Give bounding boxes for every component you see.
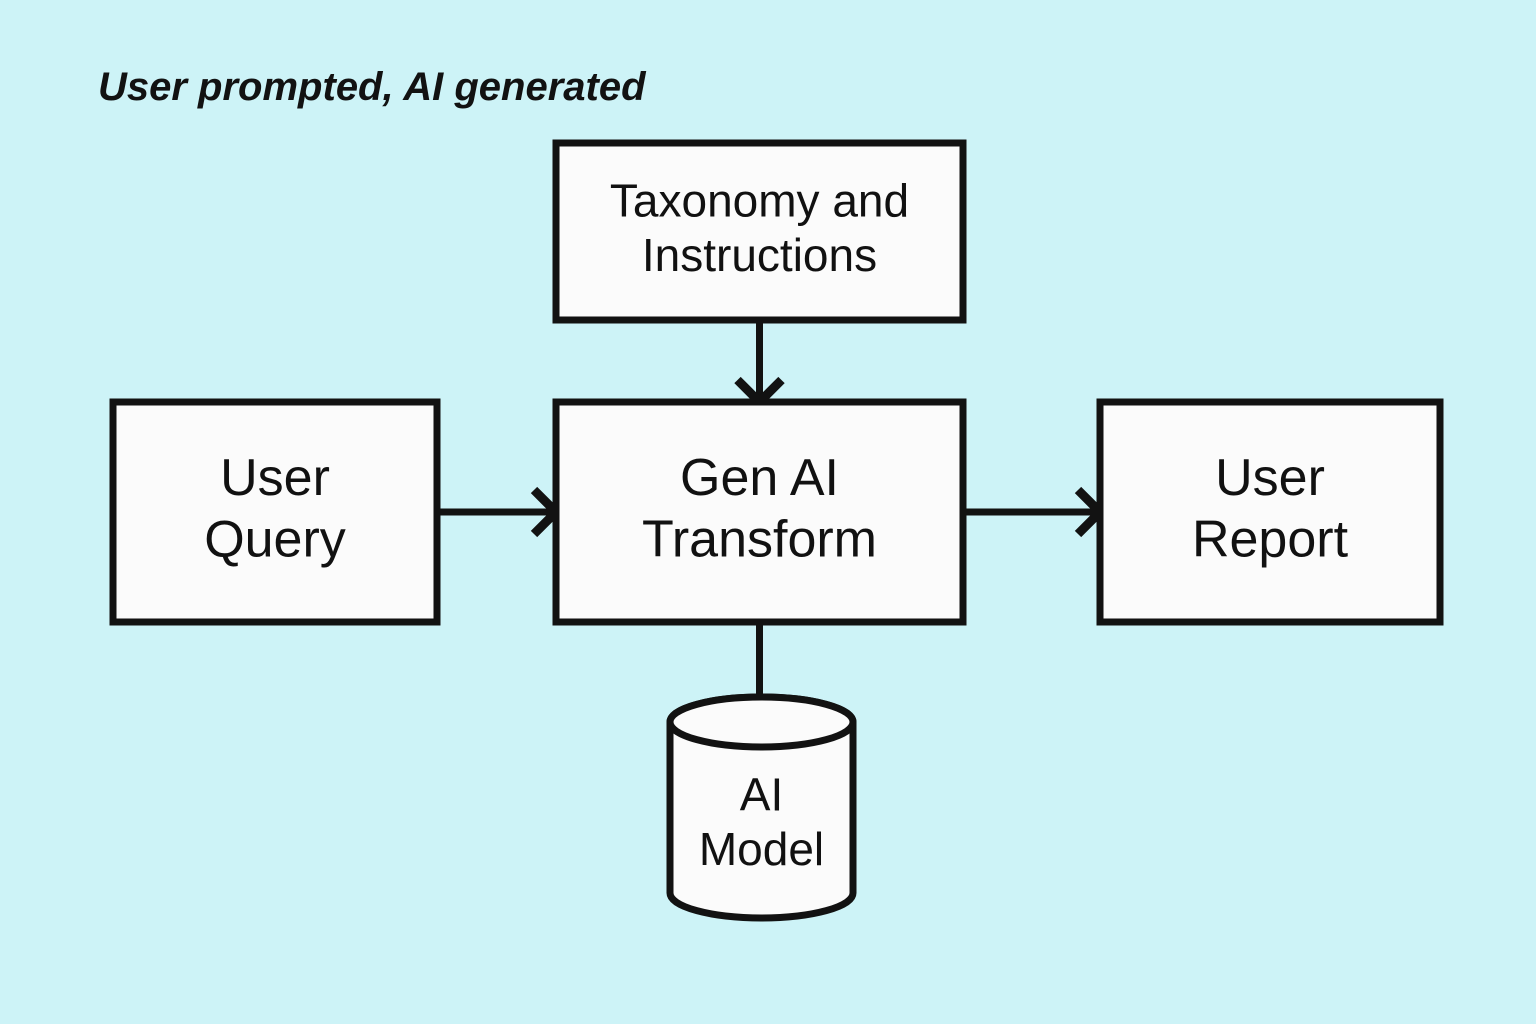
- node-label-line: Transform: [642, 510, 877, 568]
- node-label-line: Instructions: [642, 229, 877, 281]
- node-label-line: AI: [740, 769, 783, 821]
- node-box: [552, 398, 967, 626]
- node-label-line: Query: [204, 510, 346, 568]
- edge-taxonomy-to-transform: [734, 320, 785, 409]
- node-box: [1096, 398, 1444, 626]
- edge-transform-to-report: [963, 486, 1107, 538]
- cylinder-top-ellipse: [666, 693, 857, 751]
- node-label-line: Taxonomy and: [610, 175, 909, 227]
- node-label-line: User: [220, 449, 330, 507]
- edge-query-to-transform: [437, 486, 563, 538]
- node-box: [552, 139, 967, 324]
- node-label-line: User: [1215, 449, 1325, 507]
- node-label-line: Report: [1192, 510, 1349, 568]
- node-label-line: Model: [699, 823, 824, 875]
- node-box: [109, 398, 441, 626]
- node-label-line: Gen AI: [680, 449, 839, 507]
- diagram-caption: User prompted, AI generated: [98, 65, 647, 109]
